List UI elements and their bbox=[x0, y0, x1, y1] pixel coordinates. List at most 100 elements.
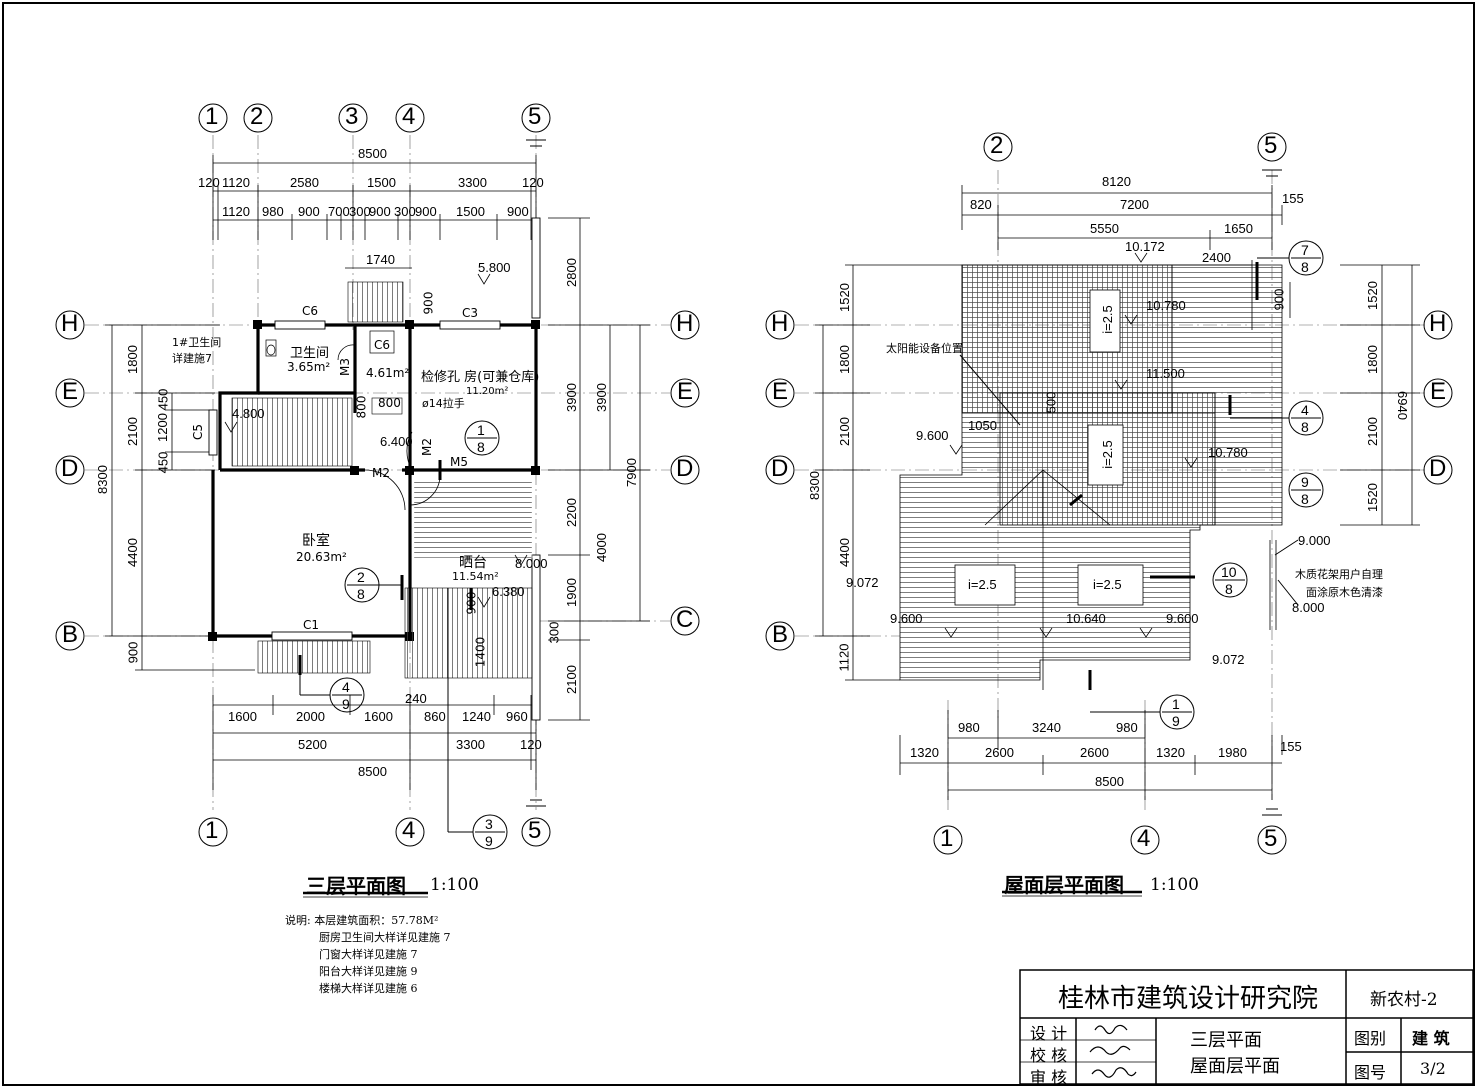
axis-h-right: H bbox=[676, 310, 694, 337]
dim: 900 bbox=[125, 641, 141, 664]
axis-1-bottom: 1 bbox=[940, 825, 954, 852]
title-block-lines bbox=[1019, 969, 1474, 1085]
dim: 1800 bbox=[836, 345, 852, 374]
axis-1-top: 1 bbox=[205, 103, 219, 130]
role-review: 审 核 bbox=[1030, 1068, 1068, 1087]
note-line: 阳台大样详见建施 9 bbox=[319, 965, 418, 978]
dim: 2200 bbox=[563, 498, 579, 527]
dim: 4400 bbox=[836, 538, 852, 567]
room-storage: 检修孔 房(可兼仓库) bbox=[421, 370, 540, 385]
door-m5: M5 bbox=[450, 455, 468, 469]
dim: 900 bbox=[369, 204, 391, 219]
dim-900: 900 bbox=[421, 291, 436, 315]
dim: 1120 bbox=[222, 175, 250, 190]
dim: 3900 bbox=[563, 383, 579, 412]
dim: 1320 bbox=[1156, 745, 1185, 760]
callout-bottom: 8 bbox=[1301, 419, 1309, 435]
dim: 1650 bbox=[1224, 221, 1253, 236]
role-check: 校 核 bbox=[1030, 1046, 1068, 1065]
axis-e-left: E bbox=[62, 378, 79, 405]
level: 9.600 bbox=[916, 428, 949, 443]
level: 9.600 bbox=[1166, 611, 1199, 626]
room-area-461: 4.61m² bbox=[366, 366, 410, 380]
drawing-name-2: 屋面层平面 bbox=[1190, 1056, 1280, 1077]
role-design: 设 计 bbox=[1030, 1024, 1068, 1043]
dim-1740: 1740 bbox=[366, 252, 395, 267]
axis-5-bottom: 5 bbox=[528, 817, 542, 844]
hatch-handle: ø14拉手 bbox=[422, 397, 465, 410]
dim: 1120 bbox=[836, 643, 852, 672]
note-line: 门窗大样详见建施 7 bbox=[319, 948, 418, 961]
dim: 300 bbox=[349, 204, 371, 219]
level: 10.640 bbox=[1066, 611, 1106, 626]
dim: 120 bbox=[198, 175, 220, 190]
level: 10.172 bbox=[1125, 239, 1165, 254]
dim: 450 bbox=[155, 451, 171, 474]
axis-1-bottom: 1 bbox=[205, 817, 219, 844]
dim-left-8300: 8300 bbox=[94, 465, 110, 494]
dim: 2580 bbox=[290, 175, 319, 190]
dim: 3300 bbox=[458, 175, 487, 190]
dim: 2800 bbox=[563, 258, 579, 287]
number-value: 3/2 bbox=[1420, 1059, 1446, 1078]
slope: i=2.5 bbox=[968, 577, 997, 592]
dim-top-total: 8500 bbox=[358, 146, 387, 161]
dim-top-total: 8120 bbox=[1102, 174, 1131, 189]
drawing-name-1: 三层平面 bbox=[1190, 1030, 1262, 1051]
dim-1050: 1050 bbox=[968, 418, 997, 433]
dim-bottom-total: 8500 bbox=[1095, 774, 1124, 789]
dim: 2100 bbox=[1364, 417, 1380, 446]
dim: 1520 bbox=[836, 283, 852, 312]
plan-scale-right: 1:100 bbox=[1150, 875, 1199, 895]
room-bedroom-area: 20.63m² bbox=[296, 550, 347, 564]
institute-name: 桂林市建筑设计研究院 bbox=[1058, 984, 1319, 1014]
dim-800: 800 bbox=[378, 396, 401, 410]
dim: 450 bbox=[155, 388, 171, 411]
dim: 3240 bbox=[1032, 720, 1061, 735]
dim: 3900 bbox=[593, 383, 609, 412]
dim: 1320 bbox=[910, 745, 939, 760]
number-label: 图号 bbox=[1354, 1063, 1387, 1082]
dim: 900 bbox=[298, 204, 320, 219]
callout-top: 9 bbox=[1301, 474, 1309, 490]
callout-bottom: 8 bbox=[357, 586, 365, 602]
axis-5-top: 5 bbox=[1264, 132, 1278, 159]
level: 9.072 bbox=[1212, 652, 1245, 667]
dim: 155 bbox=[1282, 191, 1304, 206]
axis-d-right: D bbox=[1429, 455, 1447, 482]
dim: 980 bbox=[262, 204, 284, 219]
dim: 1600 bbox=[228, 709, 257, 724]
dim-800b: 800 bbox=[354, 395, 369, 419]
level: 9.600 bbox=[890, 611, 923, 626]
dim: 300 bbox=[394, 204, 416, 219]
door-m3: M3 bbox=[338, 358, 352, 376]
axis-2-top: 2 bbox=[990, 132, 1004, 159]
dim: 960 bbox=[506, 709, 528, 724]
dim-900b: 900 bbox=[464, 591, 479, 615]
level: 9.072 bbox=[846, 575, 879, 590]
callout-bottom: 8 bbox=[477, 439, 485, 455]
dim: 4400 bbox=[124, 538, 140, 567]
plan-title-left: 三层平面图 bbox=[306, 874, 406, 898]
callout-top: 10 bbox=[1221, 564, 1237, 580]
room-bedroom: 卧室 bbox=[302, 533, 330, 549]
dim-500: 500 bbox=[1043, 391, 1059, 414]
level: 8.000 bbox=[1292, 600, 1325, 615]
dim: 2600 bbox=[985, 745, 1014, 760]
window-c5: C5 bbox=[191, 423, 206, 441]
dim: 1500 bbox=[456, 204, 485, 219]
note-line: 楼梯大样详见建施 6 bbox=[319, 982, 418, 995]
dim: 4000 bbox=[593, 533, 609, 562]
dim-2400: 2400 bbox=[1202, 250, 1231, 265]
room-bathroom: 卫生间 bbox=[290, 346, 330, 361]
level: 11.500 bbox=[1146, 366, 1185, 381]
axis-d-left: D bbox=[61, 455, 79, 482]
axis-c-right: C bbox=[676, 606, 694, 633]
callout-top: 4 bbox=[1301, 402, 1309, 418]
dim: 980 bbox=[958, 720, 980, 735]
room-balcony-area: 11.54m² bbox=[452, 570, 499, 583]
dim: 5200 bbox=[298, 737, 327, 752]
note-line: 说明: 本层建筑面积：57.78M² bbox=[285, 914, 439, 927]
dim: 700 bbox=[328, 204, 350, 219]
